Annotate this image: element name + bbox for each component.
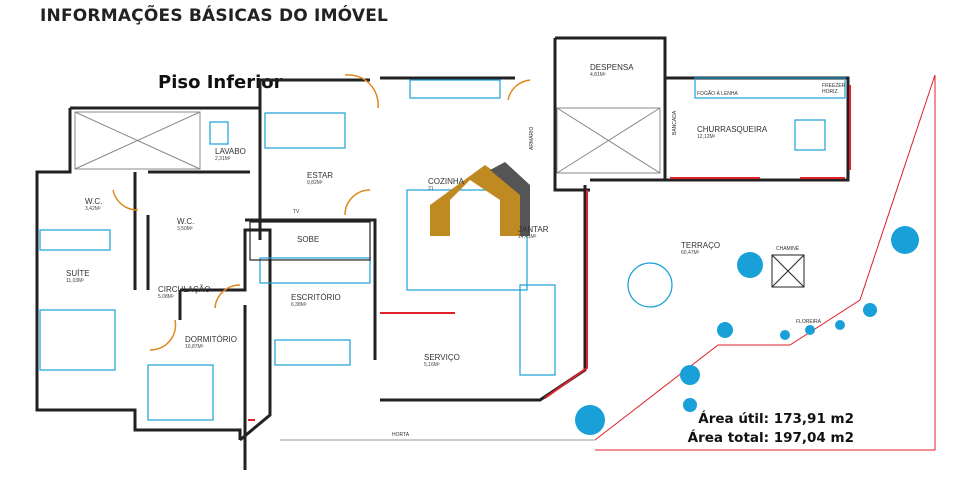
plants <box>575 226 919 435</box>
room-wc-2: W.C.3,50m² <box>177 217 195 232</box>
logo <box>430 162 530 236</box>
walls <box>35 36 850 470</box>
page-title: INFORMAÇÕES BÁSICAS DO IMÓVEL <box>40 6 389 26</box>
total-area: Área total: 197,04 m2 <box>687 430 854 446</box>
furniture <box>39 77 846 421</box>
freezer-label: FREEZER HORIZ. <box>822 83 846 95</box>
horta-label: HORTA <box>392 432 410 438</box>
windows <box>248 74 936 451</box>
bancada-label: BANCADA <box>672 110 678 135</box>
doors <box>112 74 531 351</box>
armario-label: ARMÁRIO <box>529 126 535 150</box>
voids <box>74 107 805 288</box>
room-wc-1: W.C.3,42m² <box>85 197 103 212</box>
stairs-label: SOBE <box>297 235 320 244</box>
chamine-label: CHAMINÉ <box>776 246 800 252</box>
useful-area: Área útil: 173,91 m2 <box>698 411 854 427</box>
floor-label: Piso Inferior <box>158 72 283 93</box>
floreira-label: FLOREIRA <box>796 319 822 325</box>
fogao-label: FOGÃO À LENHA <box>697 91 738 97</box>
tv-label: TV <box>293 209 300 215</box>
